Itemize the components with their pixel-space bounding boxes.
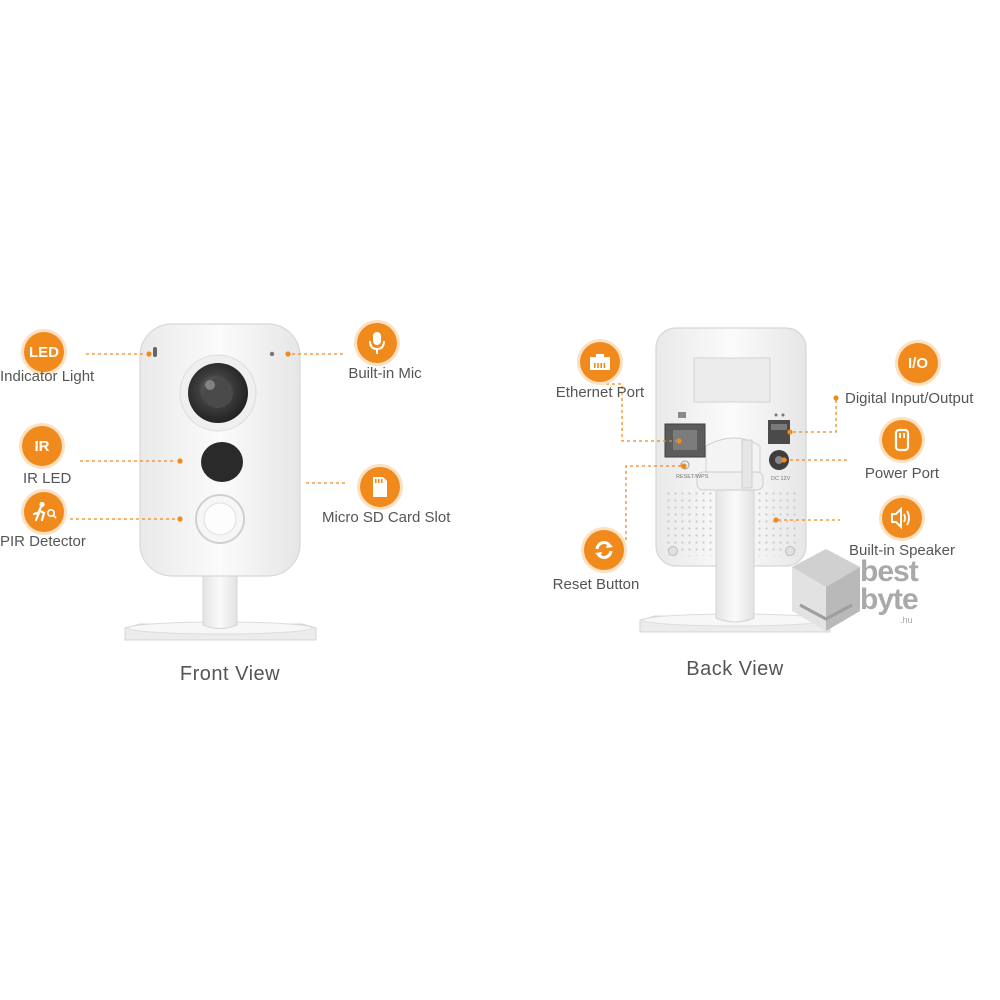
led-badge: LED bbox=[24, 332, 64, 372]
front-view-caption: Front View bbox=[179, 663, 281, 685]
back-camera bbox=[639, 327, 831, 633]
indicator-light bbox=[153, 347, 157, 357]
sd-card-icon bbox=[373, 477, 387, 497]
watermark-domain: .hu bbox=[900, 615, 913, 625]
micro-sd-label: Micro SD Card Slot bbox=[322, 509, 451, 526]
io-terminal bbox=[768, 420, 790, 444]
bestbyte-watermark: best byte .hu bbox=[790, 545, 940, 635]
watermark-line2: byte bbox=[860, 583, 919, 616]
ethernet-port-label: Ethernet Port bbox=[555, 384, 645, 401]
digital-io-label: Digital Input/Output bbox=[845, 390, 974, 407]
pir-detector-label: PIR Detector bbox=[0, 533, 86, 550]
reset-badge bbox=[584, 530, 624, 570]
mic-hole bbox=[269, 351, 275, 357]
reset-button-label: Reset Button bbox=[552, 576, 640, 593]
microphone-icon bbox=[369, 332, 385, 354]
pir-badge bbox=[24, 492, 64, 532]
power-badge bbox=[882, 420, 922, 460]
ir-text-icon: IR bbox=[34, 437, 50, 455]
io-badge: I/O bbox=[898, 343, 938, 383]
dc-small-text: DC 12V bbox=[771, 476, 791, 482]
led-text-icon: LED bbox=[29, 343, 59, 361]
built-in-mic-label: Built-in Mic bbox=[348, 365, 422, 382]
front-leaders bbox=[70, 353, 345, 520]
speaker-badge bbox=[882, 498, 922, 538]
io-text-icon: I/O bbox=[907, 354, 928, 372]
front-camera bbox=[124, 323, 317, 641]
sd-badge bbox=[360, 467, 400, 507]
power-port-label: Power Port bbox=[864, 465, 940, 482]
watermark-line1: best bbox=[860, 555, 919, 588]
ir-badge: IR bbox=[22, 426, 62, 466]
indicator-light-label: Indicator Light bbox=[0, 368, 95, 385]
back-view-caption: Back View bbox=[686, 658, 784, 680]
ir-led-label: IR LED bbox=[23, 470, 72, 487]
bestbyte-cube-logo bbox=[792, 549, 860, 631]
reset-small-text: RESET/WPS bbox=[676, 474, 709, 480]
ethernet-badge bbox=[580, 342, 620, 382]
built-in-speaker-label: Built-in Speaker bbox=[849, 542, 955, 559]
back-leaders bbox=[600, 383, 848, 540]
running-person-icon bbox=[32, 501, 57, 522]
mic-badge bbox=[357, 323, 397, 363]
power-plug-icon bbox=[894, 428, 910, 452]
speaker-icon bbox=[891, 507, 910, 529]
refresh-icon bbox=[595, 541, 613, 559]
ir-led bbox=[201, 442, 243, 482]
ethernet-port-icon bbox=[590, 354, 610, 370]
